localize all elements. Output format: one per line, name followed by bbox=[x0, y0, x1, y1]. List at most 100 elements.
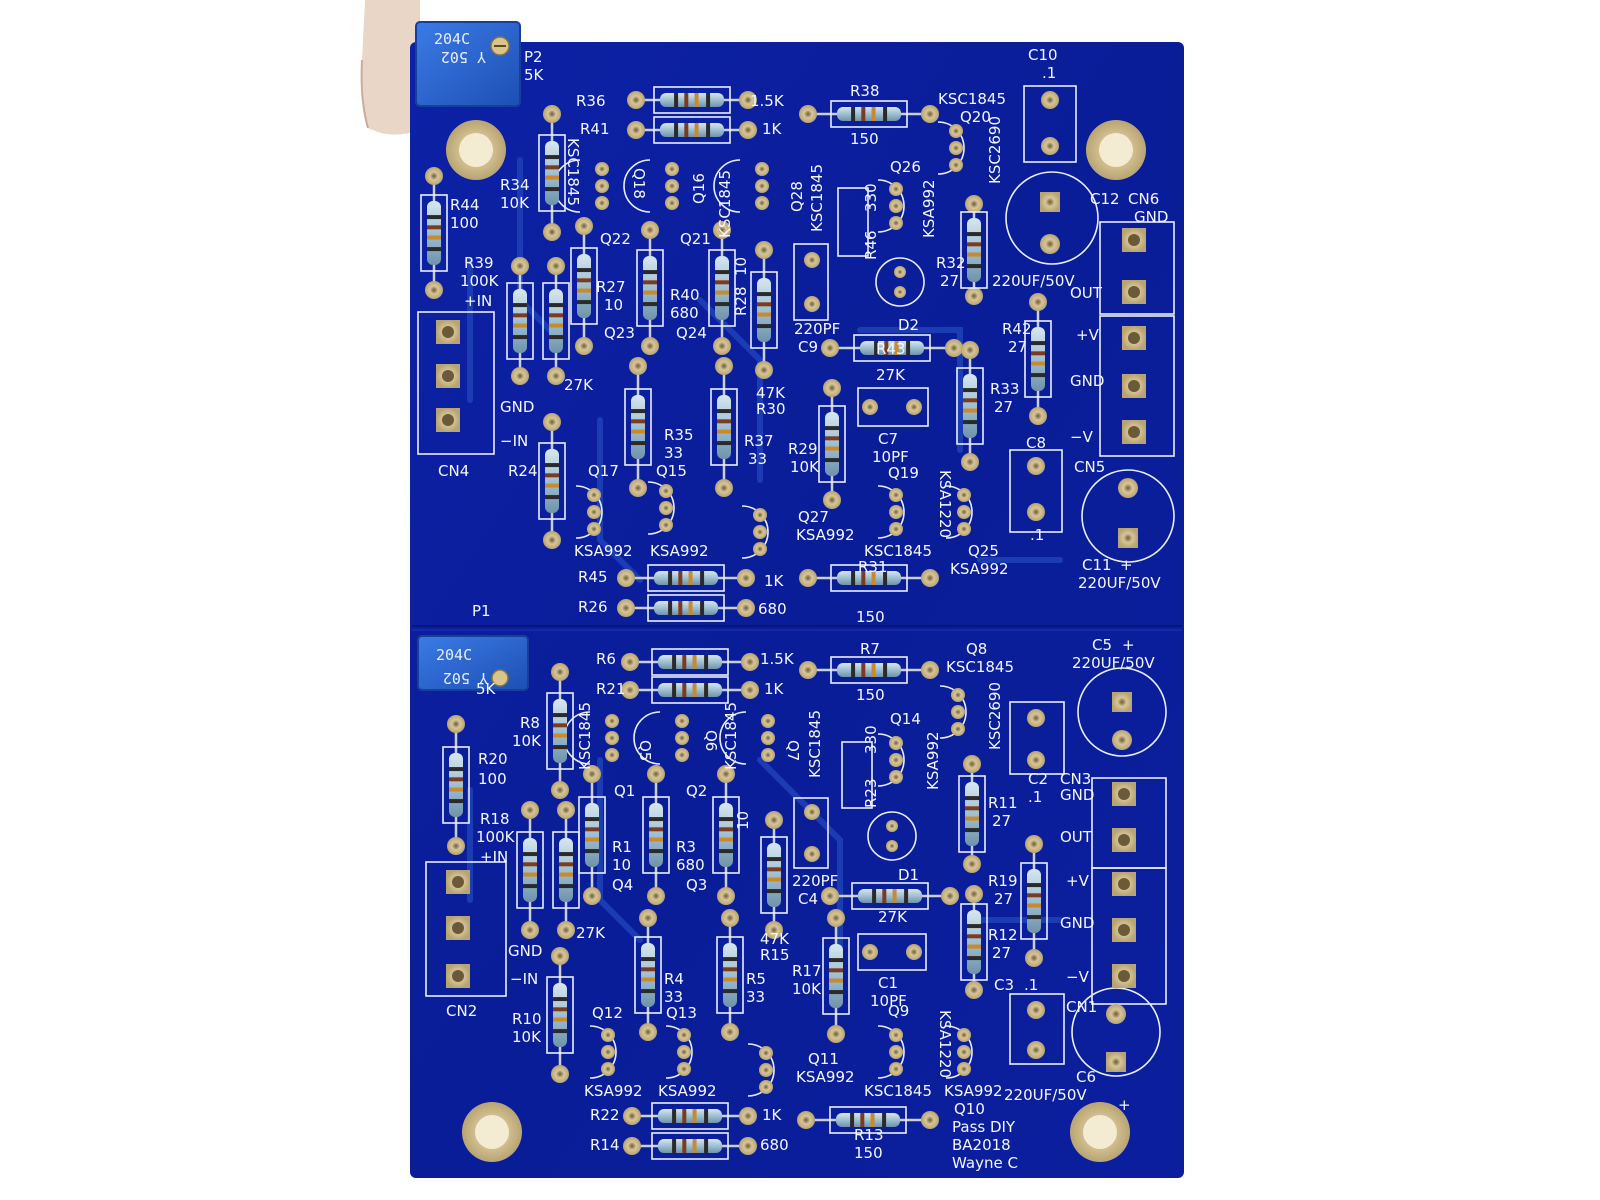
board-credit-line-2: BA2018 bbox=[952, 1136, 1011, 1154]
label-q27: Q27 bbox=[798, 508, 829, 526]
resistor bbox=[960, 885, 988, 999]
transistor bbox=[877, 485, 905, 539]
label-r38: R38 bbox=[850, 82, 880, 100]
label-r17: R17 bbox=[792, 962, 822, 980]
transistors bbox=[553, 121, 973, 1097]
label-p2: P2 bbox=[524, 48, 543, 66]
label-q14-value: KSA992 bbox=[924, 731, 942, 790]
resistor bbox=[578, 765, 606, 905]
label-gnd-4: GND bbox=[1060, 786, 1094, 804]
label-r30: R30 bbox=[756, 400, 786, 418]
label-q19-value: KSC1845 bbox=[864, 542, 932, 560]
label-cn1: CN1 bbox=[1066, 998, 1097, 1016]
label-r16b-value: 47K bbox=[760, 930, 790, 948]
label-r26: R26 bbox=[578, 598, 608, 616]
label-r12-value: 27 bbox=[992, 944, 1011, 962]
label-r25-value: 27K bbox=[564, 376, 594, 394]
connector-pad bbox=[1112, 782, 1136, 806]
label-q6: Q6 bbox=[702, 730, 720, 751]
label-r45-value: 1K bbox=[764, 572, 785, 590]
label-q24: Q24 bbox=[676, 324, 707, 342]
label-q7: Q7 bbox=[784, 740, 802, 761]
label-q23: Q23 bbox=[604, 324, 635, 342]
resistor bbox=[958, 755, 986, 873]
transistor bbox=[623, 159, 679, 213]
label-c7-value: 10PF bbox=[872, 448, 909, 466]
resistor bbox=[624, 357, 652, 497]
connector-pad bbox=[446, 916, 470, 940]
label-q26-value: KSA992 bbox=[920, 179, 938, 238]
label-r28: R28 bbox=[732, 286, 750, 316]
label-q2: Q2 bbox=[686, 782, 707, 800]
mounting-hole-tr bbox=[1086, 120, 1146, 180]
label-q14: Q14 bbox=[890, 710, 921, 728]
label-cn2: CN2 bbox=[446, 1002, 477, 1020]
connector-pad bbox=[1112, 918, 1136, 942]
transistor bbox=[747, 1043, 775, 1097]
resistor bbox=[750, 241, 778, 379]
resistor bbox=[636, 221, 664, 355]
label-r10: R10 bbox=[512, 1010, 542, 1028]
label-gnd-1: GND bbox=[1134, 208, 1168, 226]
connector-pad bbox=[436, 364, 460, 388]
label-r36: R36 bbox=[576, 92, 606, 110]
label-minus-v-2: −V bbox=[1066, 968, 1090, 986]
label-d2: D2 bbox=[898, 316, 919, 334]
label-c12-value: 220UF/50V bbox=[992, 272, 1075, 290]
label-q16-value: KSC1845 bbox=[716, 170, 734, 238]
resistor bbox=[634, 909, 662, 1041]
resistor bbox=[621, 676, 759, 704]
trimpot-p2: 204C Y 502 bbox=[415, 21, 521, 107]
label-q15: Q15 bbox=[656, 462, 687, 480]
label-r1: R1 bbox=[612, 838, 632, 856]
resistor bbox=[546, 947, 574, 1083]
label-r38-value: 150 bbox=[850, 130, 879, 148]
label-q10: Q10 bbox=[954, 1100, 985, 1118]
transistor bbox=[633, 711, 689, 765]
label-r14-value: 680 bbox=[760, 1136, 789, 1154]
transistor bbox=[877, 179, 905, 233]
resistor bbox=[552, 801, 580, 939]
resistors bbox=[420, 86, 1052, 1160]
connector-pad bbox=[436, 408, 460, 432]
trimpot-p1: 204C Y 502 bbox=[417, 635, 529, 691]
label-r24: R24 bbox=[508, 462, 538, 480]
connector-pad bbox=[436, 320, 460, 344]
label-c8: C8 bbox=[1026, 434, 1046, 452]
transistor bbox=[553, 159, 609, 213]
connector-pad bbox=[446, 870, 470, 894]
label-r7: R7 bbox=[860, 640, 880, 658]
label-r23-value: 330 bbox=[862, 725, 880, 754]
label-r20-value: 100 bbox=[478, 770, 507, 788]
resistor bbox=[506, 257, 534, 385]
label-plus-in-1: +IN bbox=[464, 292, 492, 310]
label-q17: Q17 bbox=[588, 462, 619, 480]
label-c1-value: 10PF bbox=[870, 992, 907, 1010]
label-r18: R18 bbox=[480, 810, 510, 828]
label-c4-value: 220PF bbox=[792, 872, 838, 890]
board-credit-line-3: Wayne C bbox=[952, 1154, 1018, 1172]
label-r35: R35 bbox=[664, 426, 694, 444]
silkscreen-labels: P2 5K C10 .1 R36 1.5K R38 150 KSC1845 Q2… bbox=[438, 46, 1168, 1172]
resistor bbox=[821, 882, 959, 910]
label-q7-value: KSC1845 bbox=[806, 710, 824, 778]
label-q10-type: KSA1220 bbox=[936, 1010, 954, 1078]
label-r37-value: 33 bbox=[748, 450, 767, 468]
resistor bbox=[623, 1102, 757, 1130]
label-r29-value: 10K bbox=[790, 458, 820, 476]
label-ksa992-a: KSA992 bbox=[574, 542, 633, 560]
label-c8-value: .1 bbox=[1030, 526, 1044, 544]
resistor bbox=[516, 801, 544, 939]
transistor bbox=[665, 1025, 693, 1079]
resistor bbox=[642, 765, 670, 905]
resistor bbox=[716, 909, 744, 1041]
resistor bbox=[760, 811, 788, 939]
label-q20-type: KSC1845 bbox=[938, 90, 1006, 108]
resistor bbox=[546, 663, 574, 799]
label-r15: R15 bbox=[760, 946, 790, 964]
label-q19: Q19 bbox=[888, 464, 919, 482]
label-r22: R22 bbox=[590, 1106, 620, 1124]
connector-pad bbox=[1122, 326, 1146, 350]
label-c9: C9 bbox=[798, 338, 818, 356]
label-r43: R43 bbox=[876, 340, 906, 358]
